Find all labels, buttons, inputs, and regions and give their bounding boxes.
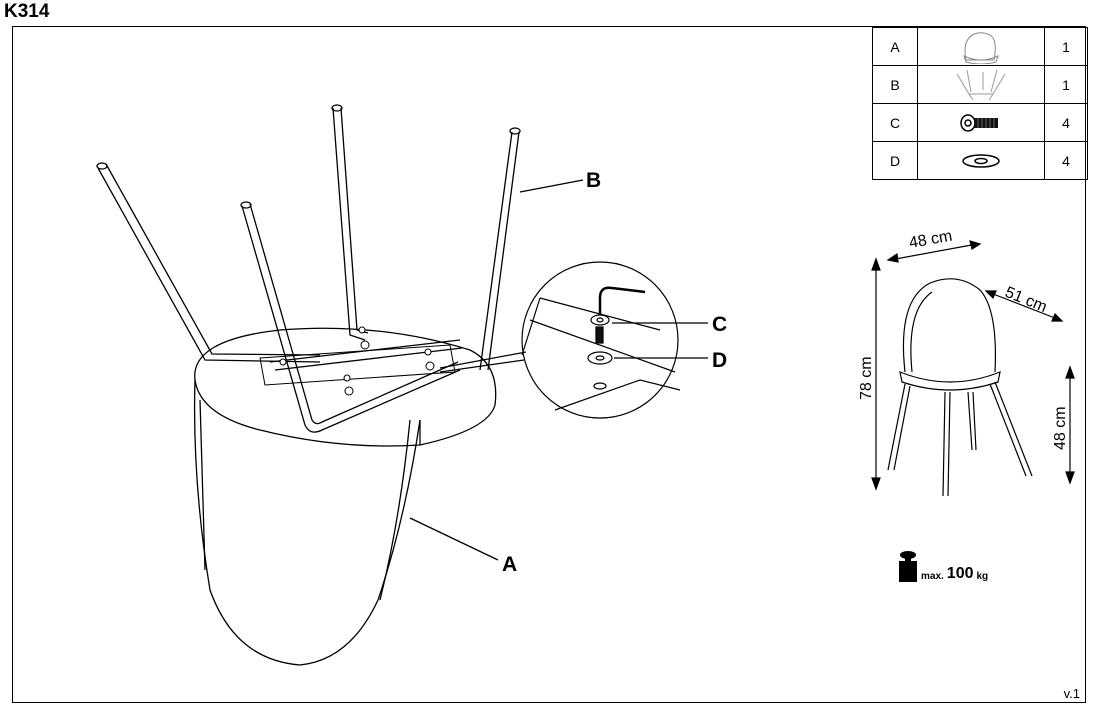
part-qty: 4 <box>1044 141 1088 180</box>
version-label: v.1 <box>1063 686 1080 701</box>
seat-shell-icon <box>963 31 999 64</box>
leg-frame-icon <box>956 69 1006 100</box>
max-load-prefix: max. <box>921 571 944 582</box>
bolt-icon <box>960 113 998 132</box>
part-letter: B <box>872 65 918 104</box>
leg-frame-drawing <box>96 104 521 433</box>
callout-a: A <box>502 553 517 576</box>
parts-table: A 1 B 1 C 4 <box>872 27 1088 180</box>
weight-icon <box>899 551 917 582</box>
leader-lines <box>409 179 708 561</box>
max-load-unit: kg <box>976 571 989 582</box>
table-row: B 1 <box>872 65 1088 104</box>
max-load-badge: max. 100 kg <box>898 550 988 582</box>
part-qty: 1 <box>1044 65 1088 104</box>
table-row: D 4 <box>872 141 1088 180</box>
seat-height-dimension: 48 cm <box>1052 406 1069 450</box>
width-dimension: 48 cm <box>908 228 954 252</box>
dimension-chair-drawing <box>887 278 1033 497</box>
part-letter: A <box>872 27 918 66</box>
part-qty: 4 <box>1044 103 1088 142</box>
detail-magnifier <box>439 261 681 419</box>
screws-drawing <box>279 326 435 396</box>
washer-icon <box>962 153 1000 168</box>
height-dimension: 78 cm <box>858 356 875 400</box>
max-load-value: 100 <box>946 565 974 582</box>
depth-dimension: 51 cm <box>1003 284 1050 316</box>
model-title: K314 <box>4 1 50 22</box>
part-letter: D <box>872 141 918 180</box>
instruction-frame <box>12 26 1086 703</box>
dimension-arrows <box>871 240 1075 491</box>
callout-c: C <box>712 313 727 336</box>
callout-d: D <box>712 349 727 372</box>
callout-b: B <box>586 169 601 192</box>
table-row: C 4 <box>872 103 1088 142</box>
table-row: A 1 <box>872 27 1088 66</box>
